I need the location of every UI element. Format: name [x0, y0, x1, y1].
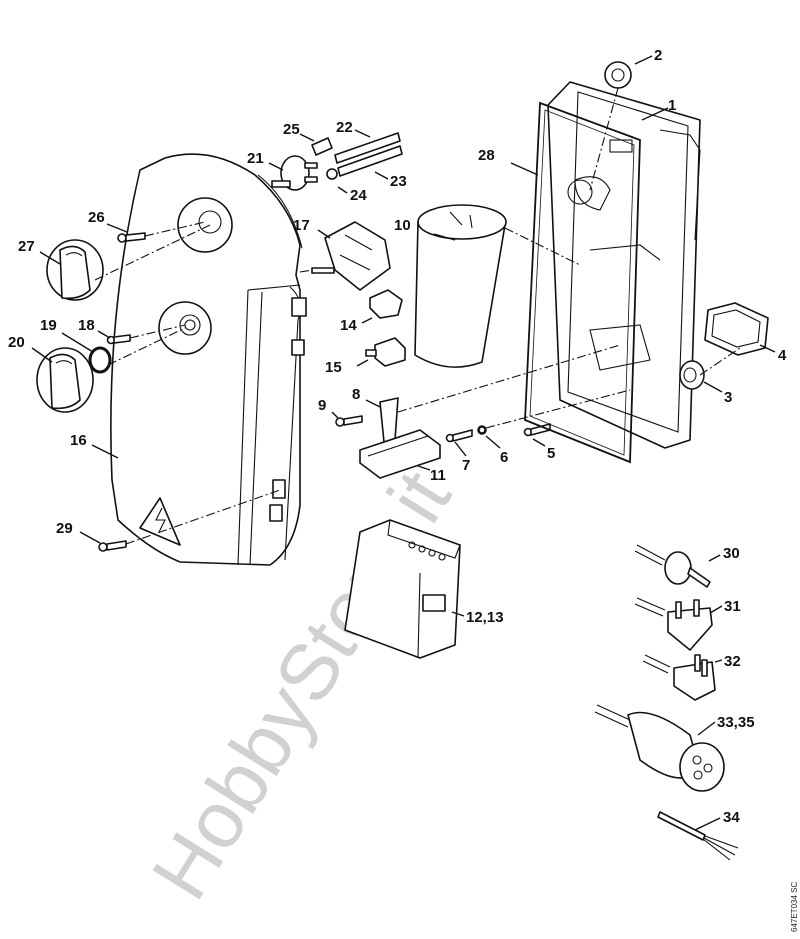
label-part-6: 6 — [500, 449, 508, 466]
washer-part-6[interactable] — [477, 425, 487, 435]
label-part-26: 26 — [88, 209, 105, 226]
label-part-32: 32 — [724, 653, 741, 670]
base-housing-part-1[interactable] — [547, 81, 701, 449]
label-part-17: 17 — [293, 217, 310, 234]
label-part-22: 22 — [336, 119, 353, 136]
label-part-18: 18 — [78, 317, 95, 334]
nut-part-24[interactable] — [326, 168, 338, 180]
label-part-1: 1 — [668, 97, 676, 114]
label-part-8: 8 — [352, 386, 360, 403]
label-part-27: 27 — [18, 238, 35, 255]
gasket-part-4[interactable] — [704, 302, 769, 356]
capacitor-part-10[interactable] — [414, 204, 507, 368]
drawing-code: 647ET034 SC — [790, 882, 799, 932]
label-part-3: 3 — [724, 389, 732, 406]
label-part-34: 34 — [723, 809, 740, 826]
label-part-24: 24 — [350, 187, 367, 204]
assembly-lines — [94, 87, 741, 545]
grommet-part-3[interactable] — [679, 360, 705, 390]
din-rail-part-11[interactable] — [359, 429, 441, 479]
suppressor-part-15[interactable] — [365, 337, 406, 367]
label-part-4: 4 — [778, 347, 787, 364]
front-cover-part-16[interactable] — [110, 153, 307, 566]
connector-part-33-35[interactable] — [594, 704, 725, 792]
part-labels: 2 1 28 10 4 3 5 6 7 8 9 11 12,13 14 15 1… — [8, 47, 787, 826]
label-part-5: 5 — [547, 445, 555, 462]
label-part-14: 14 — [340, 317, 357, 334]
label-part-11: 11 — [430, 467, 446, 484]
shaft-part-21[interactable] — [271, 155, 318, 191]
label-part-23: 23 — [390, 173, 407, 190]
label-part-7: 7 — [462, 457, 470, 474]
label-part-2: 2 — [654, 47, 662, 64]
bracket-part-8[interactable] — [379, 397, 399, 443]
screw-part-7[interactable] — [445, 429, 473, 443]
contactor-part-12-13[interactable] — [344, 519, 461, 659]
plug-part-30[interactable] — [634, 544, 711, 588]
screw-part-26[interactable] — [117, 232, 146, 243]
knob-part-20[interactable] — [36, 347, 94, 413]
screw-part-9[interactable] — [335, 415, 363, 427]
tube-part-22[interactable] — [334, 132, 401, 164]
label-part-33-35: 33,35 — [717, 714, 755, 731]
warning-triangle-icon — [139, 497, 181, 546]
label-part-15: 15 — [325, 359, 342, 376]
label-part-25: 25 — [283, 121, 300, 138]
switch-part-17[interactable] — [311, 221, 391, 291]
knob-part-27[interactable] — [46, 239, 104, 301]
plug-part-31[interactable] — [634, 597, 713, 651]
grommet-part-2[interactable] — [604, 61, 632, 89]
tube-part-23[interactable] — [337, 145, 403, 177]
plug-part-32[interactable] — [642, 654, 716, 701]
label-part-31: 31 — [724, 598, 741, 615]
sleeve-part-25[interactable] — [311, 137, 333, 156]
o-ring-part-19[interactable] — [88, 346, 112, 374]
label-part-9: 9 — [318, 397, 326, 414]
label-part-12-13: 12,13 — [466, 609, 504, 626]
label-part-29: 29 — [56, 520, 73, 537]
label-part-21: 21 — [247, 150, 264, 167]
cable-part-34[interactable] — [657, 811, 739, 861]
label-part-16: 16 — [70, 432, 87, 449]
leader-lines — [31, 55, 776, 831]
label-part-10: 10 — [394, 217, 411, 234]
label-part-28: 28 — [478, 147, 495, 164]
label-part-20: 20 — [8, 334, 25, 351]
connector-part-14[interactable] — [369, 289, 403, 319]
screw-part-29[interactable] — [98, 540, 127, 552]
screw-part-18[interactable] — [106, 334, 131, 345]
label-part-19: 19 — [40, 317, 57, 334]
label-part-30: 30 — [723, 545, 740, 562]
